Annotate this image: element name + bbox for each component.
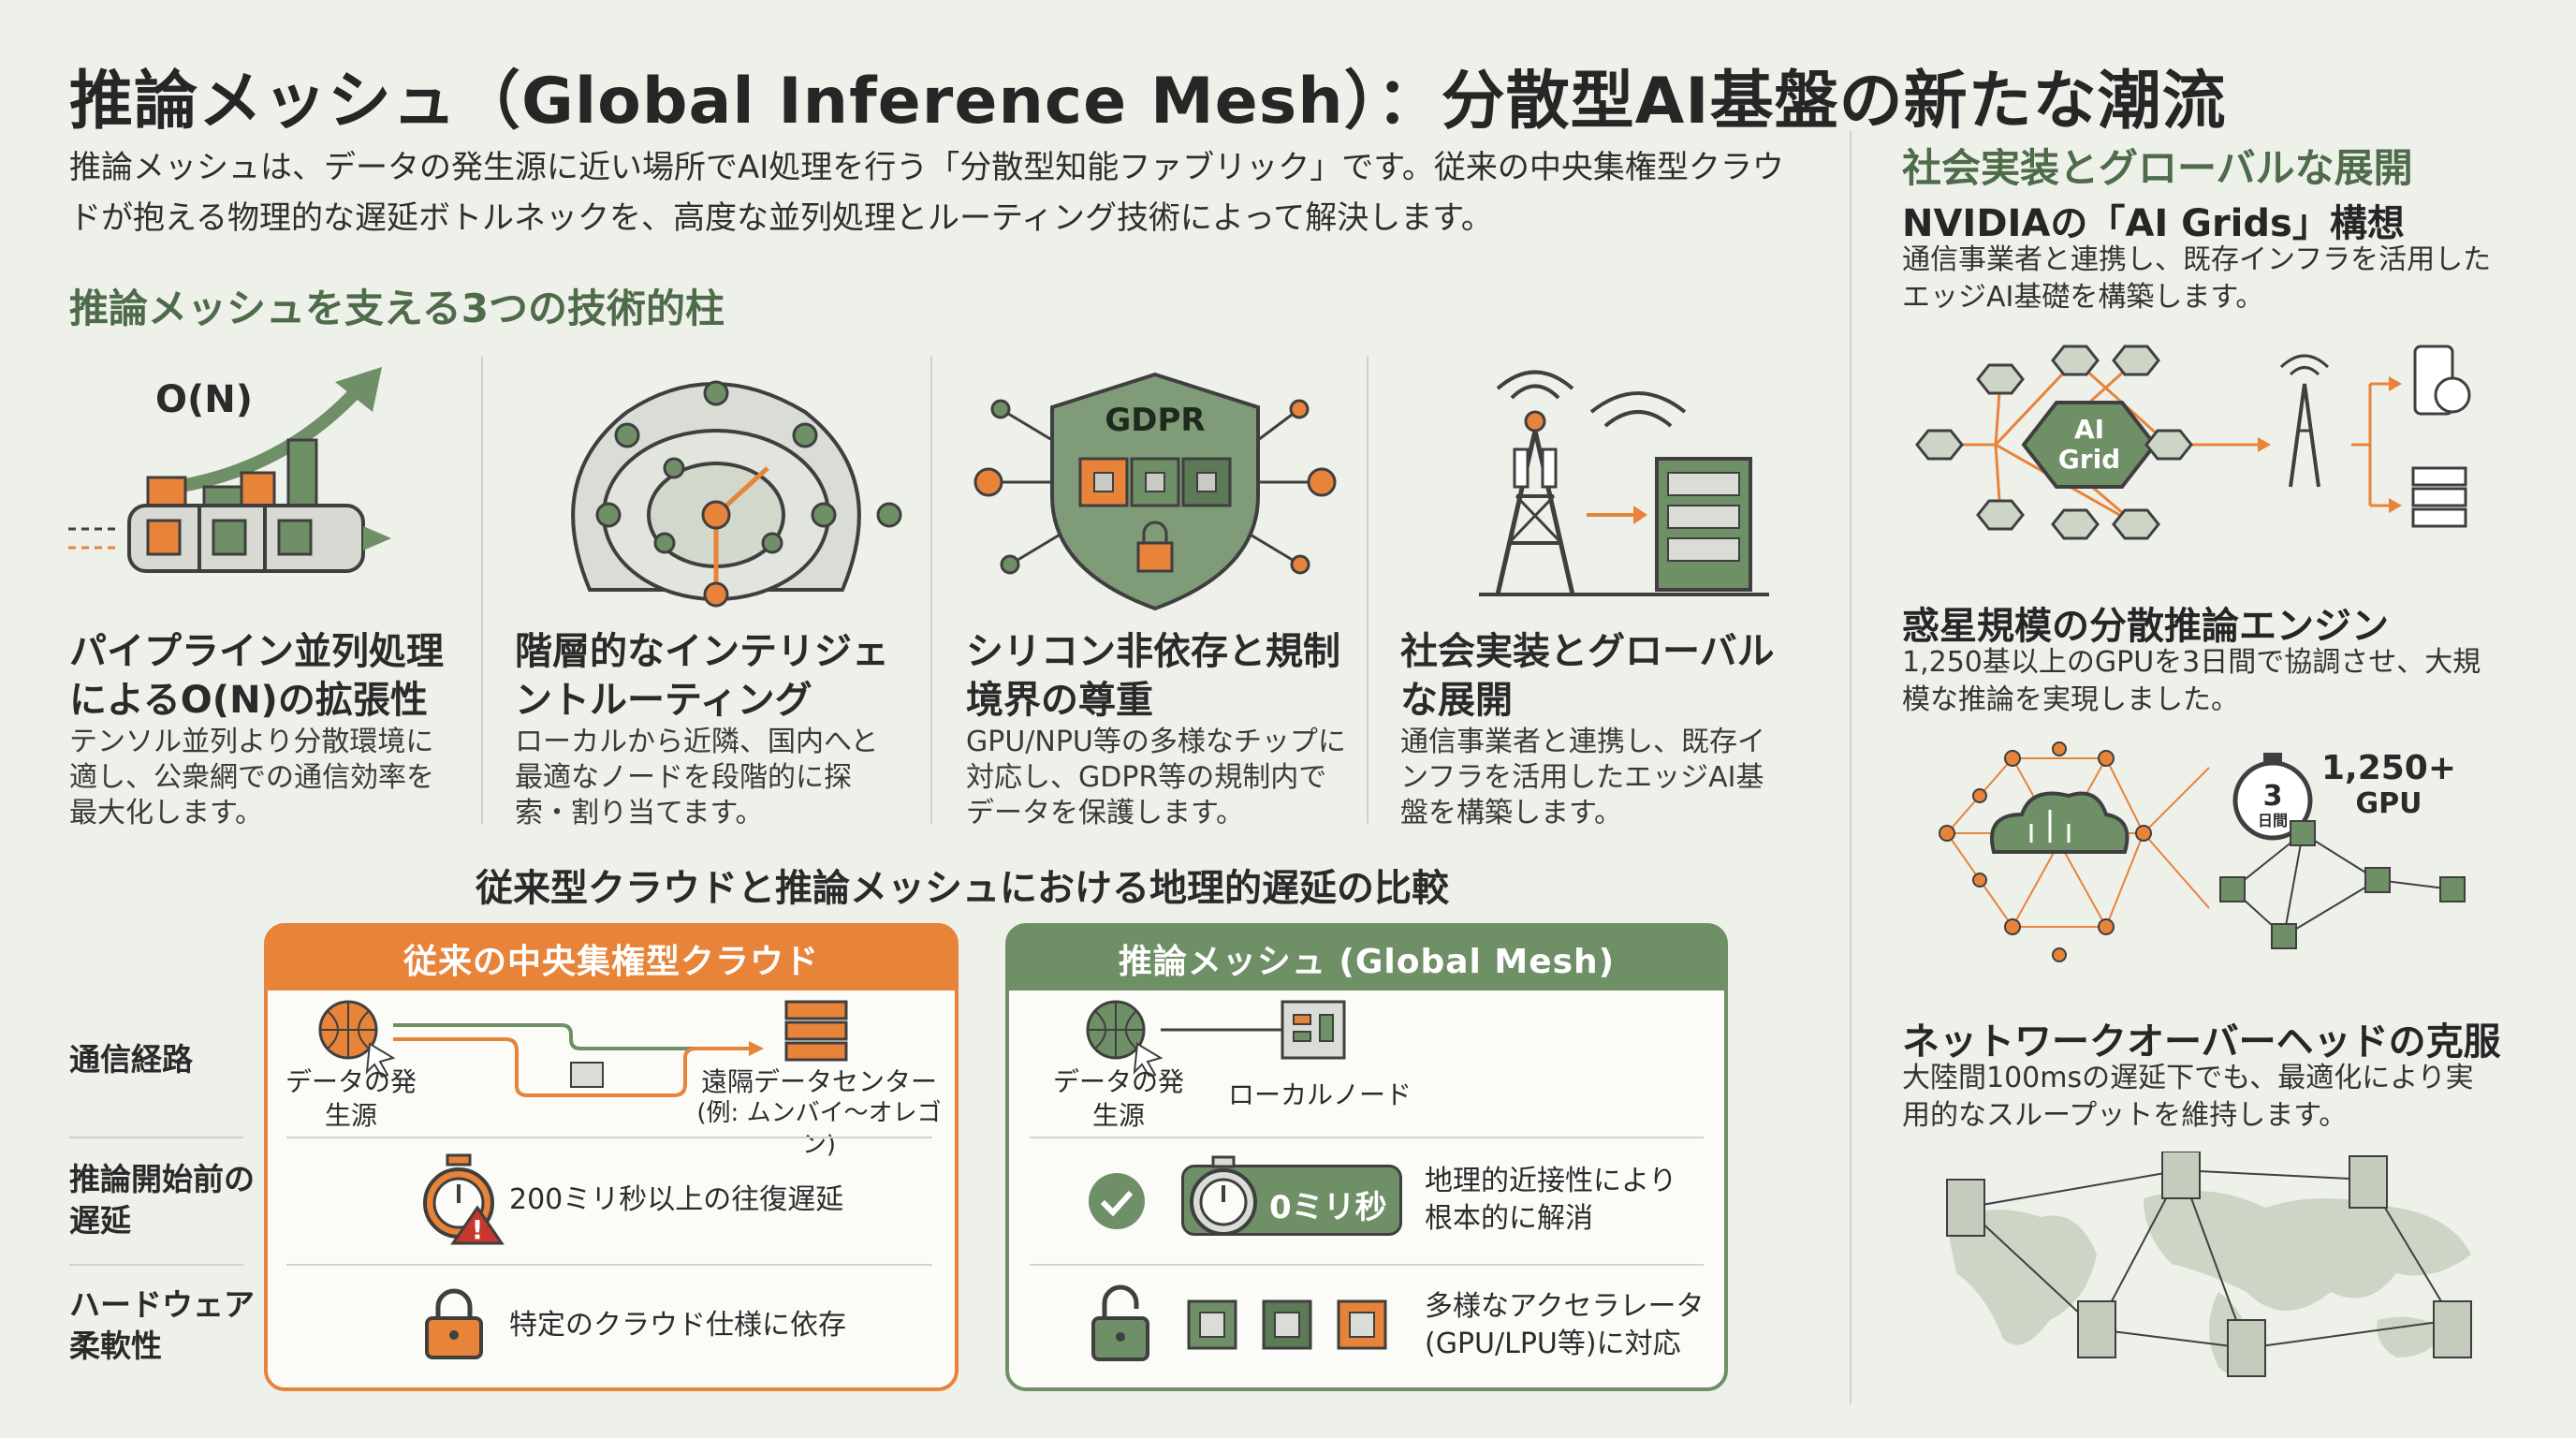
zero-latency-value: 0ミリ秒	[1269, 1189, 1387, 1226]
panel-divider	[1030, 1137, 1704, 1138]
pipeline-icon: O(N)	[68, 367, 391, 573]
planet-engine-title: 惑星規模の分散推論エンジン	[1902, 605, 2389, 648]
timer-unit: 日間	[2258, 812, 2288, 829]
mesh-latency-text: 地理的近接性により根本的に解消	[1425, 1165, 1677, 1235]
row-label-hardware: ハードウェア柔軟性	[69, 1286, 255, 1364]
stopwatch-warning-icon: !	[423, 1153, 505, 1245]
pillar-1-title: パイプライン並列処理によるO(N)の拡張性	[69, 630, 444, 722]
intro-text: 推論メッシュは、データの発生源に近い場所でAI処理を行う「分散型知能ファブリック…	[69, 149, 1784, 237]
pillars-heading: 推論メッシュを支える3つの技術的柱	[69, 286, 724, 331]
ai-grids-desc: 通信事業者と連携し、既存インフラを活用したエッジAI基礎を構築します。	[1902, 243, 2492, 314]
mesh-source-label: データの発生源	[1052, 1066, 1184, 1131]
complexity-label: O(N)	[155, 378, 253, 421]
right-section-title: 社会実装とグローバルな展開	[1902, 145, 2413, 191]
mesh-route-diagram	[1086, 1000, 1346, 1077]
tower-server-icon	[1479, 370, 1769, 596]
right-column-divider	[1850, 131, 1852, 1404]
ai-grid-diagram: AI Grid	[1915, 345, 2471, 540]
cloud-route-diagram	[318, 1000, 848, 1097]
cloud-dest-label: 遠隔データセンター	[700, 1066, 937, 1097]
mesh-hardware-text: 多様なアクセラレータ(GPU/LPU等)に対応	[1425, 1290, 1705, 1360]
page-title: 推論メッシュ（Global Inference Mesh）：分散型AI基盤の新た…	[69, 65, 2227, 139]
row-divider	[69, 1264, 243, 1266]
panel-divider	[286, 1264, 932, 1266]
gpu-unit: GPU	[2356, 787, 2422, 820]
world-map-network	[1946, 1152, 2472, 1377]
pillar-1-desc: テンソル並列より分散環境に適し、公衆網での通信効率を最大化します。	[69, 726, 434, 829]
hierarchy-rings-icon	[571, 380, 902, 608]
comparison-heading: 従来型クラウドと推論メッシュにおける地理的遅延の比較	[476, 867, 1449, 910]
check-icon	[1089, 1173, 1145, 1229]
ai-grid-label: AI	[2074, 414, 2104, 445]
planet-engine-desc: 1,250基以上のGPUを3日間で協調させ、大規模な推論を実現しました。	[1902, 646, 2481, 716]
cloud-hardware-text: 特定のクラウド仕様に依存	[509, 1309, 846, 1342]
pillar-4-desc: 通信事業者と連携し、既存インフラを活用したエッジAI基盤を構築します。	[1400, 726, 1765, 829]
cloud-source-label: データの発生源	[285, 1066, 417, 1131]
row-label-latency: 推論開始前の遅延	[69, 1161, 255, 1239]
overhead-title: ネットワークオーバーヘッドの克服	[1902, 1020, 2501, 1064]
accelerator-chips-icon	[1187, 1299, 1387, 1350]
pillar-2-desc: ローカルから近隣、国内へと最適なノードを段階的に探索・割り当てます。	[515, 726, 879, 829]
mesh-panel-header: 推論メッシュ (Global Mesh)	[1009, 927, 1724, 990]
pillar-divider	[481, 356, 483, 824]
unlock-icon	[1091, 1284, 1149, 1361]
mesh-dest-label: ローカルノード	[1227, 1079, 1412, 1110]
row-divider	[69, 1137, 243, 1138]
pillar-2-title: 階層的なインテリジェントルーティング	[515, 630, 889, 722]
pillar-divider	[930, 356, 932, 824]
pillar-3-title: シリコン非依存と規制境界の尊重	[966, 630, 1340, 722]
panel-divider	[1030, 1264, 1704, 1266]
pillar-4-title: 社会実装とグローバルな展開	[1400, 630, 1775, 722]
ai-grids-title: NVIDIAの「AI Grids」構想	[1902, 202, 2405, 245]
lock-icon	[425, 1288, 483, 1359]
pillar-divider	[1367, 356, 1368, 824]
cloud-dest-sub: (例: ムンバイ〜オレゴン)	[696, 1099, 942, 1159]
timer-number: 3	[2263, 780, 2283, 813]
stopwatch-icon	[1190, 1155, 1257, 1236]
cloud-panel-header: 従来の中央集権型クラウド	[268, 927, 955, 990]
row-label-route: 通信経路	[69, 1041, 193, 1078]
overhead-desc: 大陸間100msの遅延下でも、最適化により実用的なスループットを維持します。	[1902, 1062, 2474, 1132]
gpu-count: 1,250+	[2321, 749, 2456, 787]
gdpr-label: GDPR	[1105, 402, 1205, 439]
svg-text:!: !	[472, 1214, 484, 1245]
shield-chip-icon: GDPR	[973, 372, 1337, 611]
svg-text:Grid: Grid	[2058, 444, 2120, 475]
cloud-latency-text: 200ミリ秒以上の往復遅延	[509, 1183, 844, 1216]
panel-divider	[286, 1137, 932, 1138]
pillar-3-desc: GPU/NPU等の多様なチップに対応し、GDPR等の規制内でデータを保護します。	[966, 726, 1346, 829]
distributed-engine-diagram: 3 日間 1,250+ GPU	[1939, 741, 2466, 962]
